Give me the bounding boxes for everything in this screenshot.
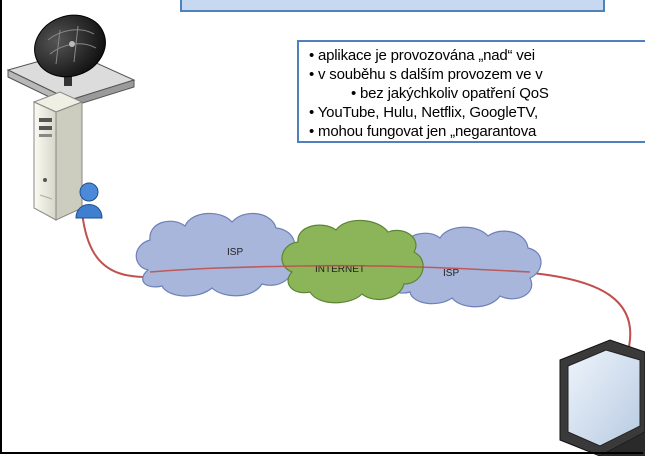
bullet-2: • v souběhu s dalším provozem ve v	[309, 66, 543, 83]
internet-cloud: INTERNET	[281, 219, 424, 304]
monitor-icon	[559, 339, 645, 456]
bullet-textbox: • aplikace je provozována „nad“ vei • v …	[297, 40, 645, 143]
slide-title-box	[180, 0, 605, 12]
internet-label: INTERNET	[315, 264, 365, 275]
isp-left-label: ISP	[227, 247, 243, 258]
user-icon	[75, 182, 103, 219]
bullet-1: • aplikace je provozována „nad“ vei	[309, 47, 535, 64]
bullet-4: • mohou fungovat jen „negarantova	[309, 123, 537, 140]
server-tower-icon	[32, 91, 84, 221]
network-link-over-clouds	[149, 264, 531, 273]
isp-right-label: ISP	[443, 268, 459, 279]
bullet-2-sub: • bez jakýchkoliv opatření QoS	[351, 85, 549, 102]
bullet-3: • YouTube, Hulu, Netflix, GoogleTV,	[309, 104, 538, 121]
isp-cloud-right: ISP	[388, 226, 542, 308]
